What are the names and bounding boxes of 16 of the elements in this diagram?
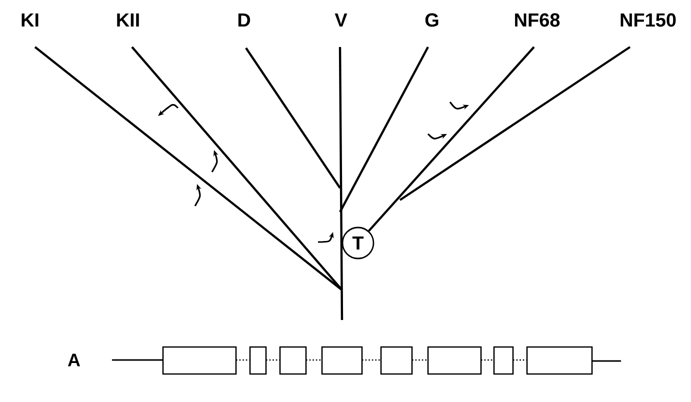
branch-line [399,46,631,201]
leaf-label: NF150 [620,13,676,27]
leaf-label: KI [22,13,38,27]
branch-line [131,46,343,291]
branch-line [245,47,341,189]
branch-line [368,46,535,232]
leaf-label: KII [117,13,139,27]
leaf-label: D [238,13,250,27]
branch-line [339,46,429,213]
leaf-label: V [334,13,348,27]
branch-line [338,46,344,320]
branch-line [34,46,343,291]
leaf-label: NF68 [515,13,560,27]
label: A [68,354,80,366]
leaf-label: G [425,13,438,27]
circle-node: T [342,226,374,260]
